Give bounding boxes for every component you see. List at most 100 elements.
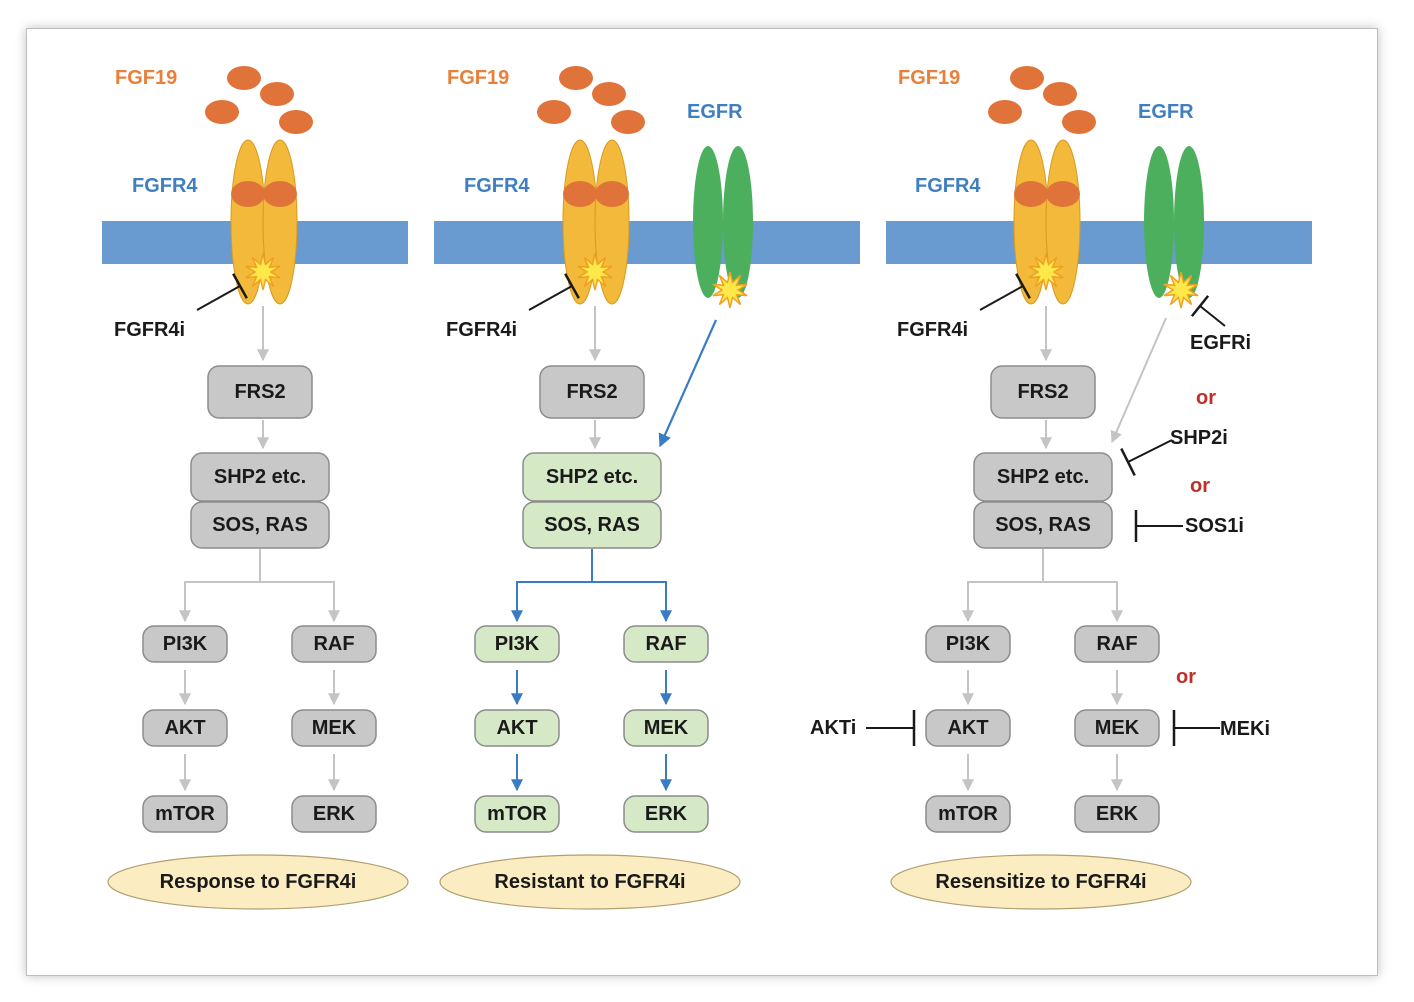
fgf19-ligand-dot bbox=[1043, 82, 1077, 106]
left-path-node-2-shape bbox=[474, 795, 560, 833]
frs2-node-label: FRS2 bbox=[234, 381, 285, 403]
left-path-node-0-label: PI3K bbox=[946, 633, 991, 655]
shp2-node-label: SHP2 etc. bbox=[997, 466, 1089, 488]
fgf19-ligand-dot bbox=[559, 66, 593, 90]
sos1i-inhibition bbox=[1134, 510, 1183, 542]
frs2-node: FRS2 bbox=[990, 365, 1096, 419]
sos-ras-node-shape bbox=[522, 501, 662, 549]
shp2-node-label: SHP2 etc. bbox=[214, 466, 306, 488]
egfr-label: EGFR bbox=[1138, 101, 1194, 123]
ligand-label: FGF19 bbox=[898, 67, 960, 89]
meki-inhibition bbox=[1172, 710, 1220, 746]
outcome-ellipse: Resistant to FGFR4i bbox=[439, 854, 741, 910]
shp2-node: SHP2 etc. bbox=[190, 452, 330, 502]
left-path-node-1-shape bbox=[474, 709, 560, 747]
right-path-node-2-shape bbox=[291, 795, 377, 833]
branch-split bbox=[184, 581, 335, 618]
egfr-receptor-right bbox=[723, 146, 753, 298]
egfr-activation-burst bbox=[712, 271, 748, 309]
left-path-node-0-label: PI3K bbox=[163, 633, 208, 655]
egfr-to-shp2-arrow bbox=[1110, 317, 1167, 444]
right-path-node-0: RAF bbox=[623, 625, 709, 663]
shp2i-label: SHP2i bbox=[1170, 427, 1228, 449]
fgf19-ligand-dot bbox=[1062, 110, 1096, 134]
sos1i-label: SOS1i bbox=[1185, 515, 1244, 537]
right-path-node-1-label: MEK bbox=[644, 717, 689, 739]
egfr-receptor-left bbox=[1144, 146, 1174, 298]
egfri-inhibition-line bbox=[1199, 305, 1226, 327]
frs2-node-shape bbox=[539, 365, 645, 419]
sos-ras-node-shape bbox=[190, 501, 330, 549]
right-path-node-1: MEK bbox=[1074, 709, 1160, 747]
shp2-node-shape bbox=[190, 452, 330, 502]
right-path-node-1: MEK bbox=[623, 709, 709, 747]
left-path-node-1: AKT bbox=[474, 709, 560, 747]
left-path-node-1-shape bbox=[142, 709, 228, 747]
fgf19-ligand-dot bbox=[260, 82, 294, 106]
bound-ligand bbox=[563, 181, 597, 207]
sos-ras-node-label: SOS, RAS bbox=[212, 514, 308, 536]
left-path-node-0-shape bbox=[142, 625, 228, 663]
left-path-node-2-label: mTOR bbox=[487, 803, 547, 825]
left-path-node-1: AKT bbox=[142, 709, 228, 747]
left-path-node-1-label: AKT bbox=[164, 717, 205, 739]
egfr-to-shp2-arrow bbox=[658, 319, 718, 448]
kinase-activation-burst bbox=[577, 253, 613, 291]
egfr-activation-burst bbox=[1163, 271, 1199, 309]
fgf19-ligand-dot bbox=[537, 100, 571, 124]
or-label-2: or bbox=[1190, 475, 1210, 497]
egfri-inhibition-bar bbox=[1190, 295, 1210, 317]
frs2-node: FRS2 bbox=[539, 365, 645, 419]
frs2-node-label: FRS2 bbox=[566, 381, 617, 403]
egfri-label: EGFRi bbox=[1190, 332, 1251, 354]
right-path-node-1-shape bbox=[291, 709, 377, 747]
akti-inhibition bbox=[866, 710, 916, 746]
ligand-label: FGF19 bbox=[115, 67, 177, 89]
frs2-node-label: FRS2 bbox=[1017, 381, 1068, 403]
outcome-ellipse: Resensitize to FGFR4i bbox=[890, 854, 1192, 910]
fgf19-ligand-dot bbox=[1010, 66, 1044, 90]
receptor-label: FGFR4 bbox=[464, 175, 530, 197]
left-path-node-0: PI3K bbox=[474, 625, 560, 663]
sos-ras-node-label: SOS, RAS bbox=[544, 514, 640, 536]
kinase-activation-burst bbox=[1028, 253, 1064, 291]
right-path-node-0: RAF bbox=[1074, 625, 1160, 663]
fgfr4i-label: FGFR4i bbox=[114, 319, 185, 341]
right-path-node-2-shape bbox=[1074, 795, 1160, 833]
right-path-node-2: ERK bbox=[291, 795, 377, 833]
fgfr4i-label: FGFR4i bbox=[897, 319, 968, 341]
shp2-node-shape bbox=[973, 452, 1113, 502]
right-path-node-2-shape bbox=[623, 795, 709, 833]
bound-ligand bbox=[231, 181, 265, 207]
left-path-node-0-label: PI3K bbox=[495, 633, 540, 655]
bound-ligand bbox=[263, 181, 297, 207]
right-path-node-1-label: MEK bbox=[1095, 717, 1140, 739]
outcome-shape bbox=[890, 854, 1192, 910]
sos-ras-node: SOS, RAS bbox=[190, 501, 330, 549]
kinase-activation-burst bbox=[245, 253, 281, 291]
right-path-node-0-shape bbox=[1074, 625, 1160, 663]
right-path-node-0-label: RAF bbox=[1096, 633, 1137, 655]
fgfr4i-inhibition bbox=[196, 273, 248, 311]
fgf19-ligand-dot bbox=[592, 82, 626, 106]
left-path-node-2: mTOR bbox=[474, 795, 560, 833]
branch-split bbox=[967, 581, 1118, 618]
right-path-node-1-shape bbox=[623, 709, 709, 747]
fgf19-ligand-dot bbox=[205, 100, 239, 124]
outcome-shape bbox=[439, 854, 741, 910]
right-path-node-1-label: MEK bbox=[312, 717, 357, 739]
shp2-node-shape bbox=[522, 452, 662, 502]
fgfr4i-inhibition-bar bbox=[1015, 273, 1031, 299]
right-path-node-0-label: RAF bbox=[645, 633, 686, 655]
fgfr4i-inhibition bbox=[979, 273, 1031, 311]
right-path-node-0: RAF bbox=[291, 625, 377, 663]
left-path-node-0-shape bbox=[474, 625, 560, 663]
cell-membrane bbox=[886, 221, 1312, 264]
frs2-node-shape bbox=[207, 365, 313, 419]
akti-label: AKTi bbox=[810, 717, 856, 739]
cell-membrane bbox=[434, 221, 860, 264]
right-path-node-0-label: RAF bbox=[313, 633, 354, 655]
